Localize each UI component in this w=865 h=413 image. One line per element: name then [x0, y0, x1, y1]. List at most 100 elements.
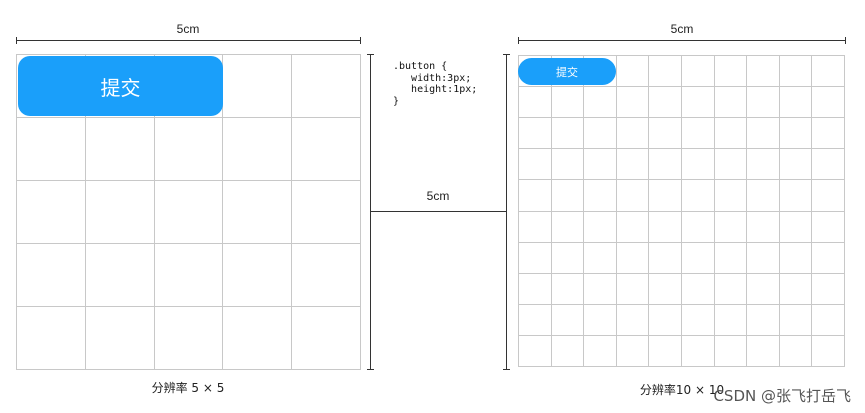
grid-cell	[551, 180, 585, 212]
submit-button-small[interactable]: 提交	[518, 58, 616, 85]
grid-cell	[747, 56, 780, 88]
height-connector-line	[370, 211, 507, 212]
grid-cell	[292, 244, 361, 307]
grid-cell	[17, 181, 86, 244]
grid-cell	[714, 87, 748, 119]
grid-cell	[584, 180, 617, 212]
grid-cell	[292, 55, 361, 118]
grid-cell	[519, 335, 552, 367]
grid-cell	[154, 118, 224, 181]
grid-cell	[812, 335, 845, 367]
grid-cell	[649, 335, 682, 367]
grid-cell	[681, 118, 715, 150]
grid-cell	[812, 149, 845, 181]
grid-cell	[519, 304, 552, 336]
grid-cell	[747, 118, 780, 150]
grid-cell	[85, 181, 155, 244]
grid-cell	[747, 335, 780, 367]
grid-cell	[779, 56, 813, 88]
left-height-tick-bottom	[367, 369, 374, 370]
right-width-label: 5cm	[670, 22, 694, 36]
grid-cell	[616, 273, 650, 305]
grid-cell	[747, 304, 780, 336]
grid-cell	[584, 273, 617, 305]
code-line: }	[393, 95, 400, 107]
grid-cell	[681, 56, 715, 88]
grid-cell	[747, 180, 780, 212]
resolution-grid-5x5	[16, 54, 361, 370]
grid-cell	[714, 149, 748, 181]
grid-cell	[85, 244, 155, 307]
grid-cell	[154, 181, 224, 244]
left-width-tick-start	[16, 37, 17, 44]
grid-cell	[616, 304, 650, 336]
grid-cell	[519, 211, 552, 243]
grid-cell	[519, 118, 552, 150]
grid-cell	[779, 149, 813, 181]
grid-cell	[812, 242, 845, 274]
grid-cell	[223, 181, 293, 244]
button-css-code: .button { width:3px; height:1px; }	[393, 61, 477, 107]
grid-cell	[714, 180, 748, 212]
right-width-tick-start	[518, 37, 519, 44]
grid-cell	[519, 273, 552, 305]
code-line: height:1px;	[393, 84, 478, 95]
grid-cell	[616, 211, 650, 243]
grid-cell	[649, 87, 682, 119]
grid-cell	[649, 273, 682, 305]
grid-cell	[812, 56, 845, 88]
grid-cell	[779, 273, 813, 305]
grid-cell	[714, 118, 748, 150]
right-height-tick-bottom	[503, 369, 510, 370]
grid-cell	[649, 211, 682, 243]
grid-cell	[551, 87, 585, 119]
grid-cell	[616, 118, 650, 150]
grid-cell	[681, 87, 715, 119]
right-resolution-caption: 分辨率10 × 10	[639, 383, 725, 397]
left-width-label: 5cm	[176, 22, 200, 36]
grid-cell	[17, 244, 86, 307]
grid-cell	[779, 211, 813, 243]
grid-cell	[649, 149, 682, 181]
grid-cell	[551, 335, 585, 367]
grid-cell	[154, 307, 224, 370]
grid-cell	[584, 304, 617, 336]
left-width-tick-end	[360, 37, 361, 44]
left-height-dimension-line	[370, 54, 371, 370]
grid-cell	[519, 149, 552, 181]
grid-cell	[812, 87, 845, 119]
grid-cell	[714, 56, 748, 88]
grid-cell	[714, 304, 748, 336]
grid-cell	[292, 118, 361, 181]
left-width-dimension-line	[16, 40, 361, 41]
grid-cell	[779, 87, 813, 119]
grid-cell	[551, 304, 585, 336]
grid-cell	[85, 307, 155, 370]
grid-cell	[681, 149, 715, 181]
right-height-tick-top	[503, 54, 510, 55]
grid-cell	[551, 242, 585, 274]
grid-cell	[551, 273, 585, 305]
submit-button-large[interactable]: 提交	[18, 56, 223, 116]
grid-cell	[681, 180, 715, 212]
right-width-dimension-line	[518, 40, 846, 41]
grid-cell	[584, 211, 617, 243]
grid-cell	[714, 273, 748, 305]
grid-cell	[616, 56, 650, 88]
right-width-tick-end	[845, 37, 846, 44]
grid-cell	[714, 211, 748, 243]
grid-cell	[649, 56, 682, 88]
grid-cell	[551, 211, 585, 243]
grid-cell	[551, 149, 585, 181]
code-line: .button {	[393, 61, 448, 72]
left-resolution-caption: 分辨率 5 × 5	[151, 381, 225, 395]
grid-cell	[519, 180, 552, 212]
grid-cell	[154, 244, 224, 307]
grid-cell	[292, 181, 361, 244]
grid-cell	[649, 242, 682, 274]
grid-cell	[681, 273, 715, 305]
grid-cell	[779, 304, 813, 336]
grid-cell	[584, 335, 617, 367]
grid-cell	[649, 304, 682, 336]
grid-cell	[681, 335, 715, 367]
